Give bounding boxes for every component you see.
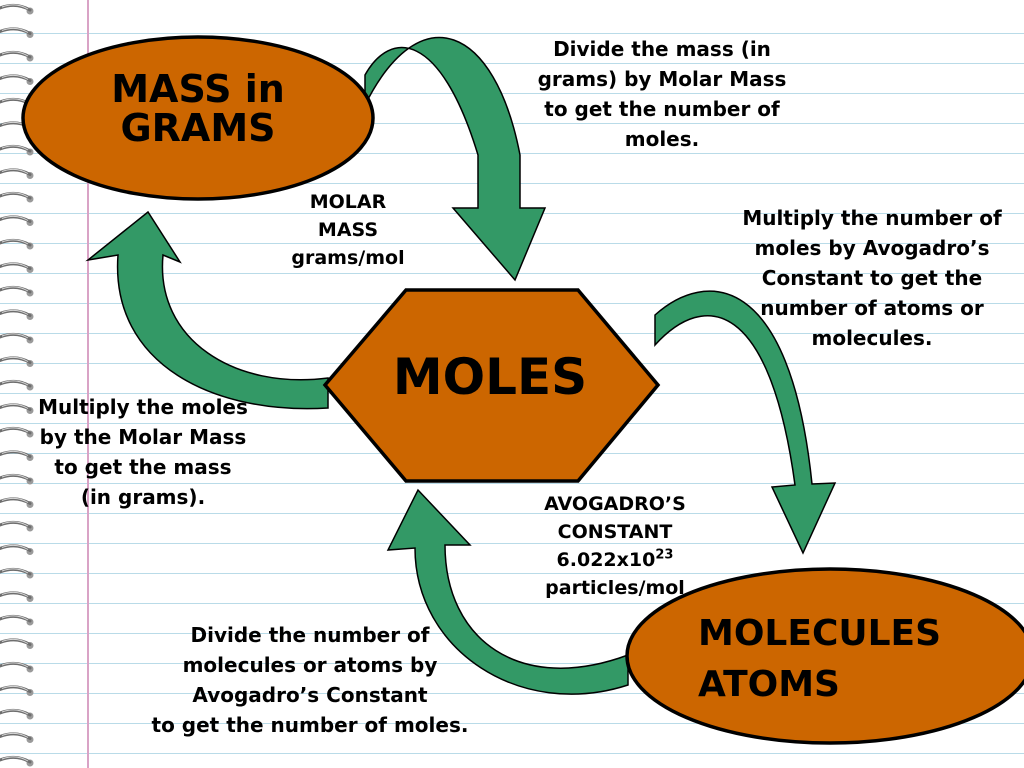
spiral-ring: [0, 309, 34, 320]
spiral-ring: [0, 3, 34, 15]
avogadro-exponent: 23: [655, 547, 674, 563]
spiral-ring: [0, 238, 34, 250]
instr-moles-to-particles-line-3: Constant to get the: [761, 266, 983, 290]
spiral-ring: [0, 638, 34, 649]
spiral-ring: [0, 285, 34, 297]
instr-mass-to-moles-line-2: grams) by Molar Mass: [537, 67, 787, 91]
arrow-particles-to-moles: [386, 488, 629, 695]
instr-mass-to-moles-line-1: Divide the mass (in: [553, 37, 771, 61]
spiral-ring: [0, 450, 34, 461]
instr-moles-to-particles-line-1: Multiply the number of: [742, 206, 1002, 230]
node-molecules-label: MOLECULES ATOMS: [698, 608, 1018, 710]
spiral-ring: [0, 497, 34, 508]
instr-mass-to-moles-line-3: to get the number of: [544, 97, 780, 121]
node-mass-line-1: MASS in: [111, 67, 285, 111]
node-mass-label: MASS in GRAMS: [48, 70, 348, 148]
spiral-ring: [0, 685, 34, 696]
spiral-ring: [0, 332, 34, 344]
node-mass-line-2: GRAMS: [120, 105, 276, 150]
avogadro-line-1: AVOGADRO’S: [544, 493, 686, 515]
spiral-ring: [0, 215, 34, 226]
avogadro-line-2: CONSTANT: [557, 521, 673, 543]
molar-mass-line-2: MASS: [317, 219, 379, 241]
arrow-mass-to-moles: [364, 36, 547, 282]
avogadro-line-3: 6.022x1023: [505, 546, 725, 574]
avogadro-number-base: 6.022x10: [556, 549, 656, 571]
node-moles: [322, 288, 661, 483]
instruction-moles-to-particles: Multiply the number of moles by Avogadro…: [722, 203, 1022, 353]
avogadro-line-4: particles/mol: [545, 577, 685, 599]
spiral-ring: [0, 403, 34, 414]
notebook-spiral-binding: [0, 3, 34, 767]
spiral-ring: [0, 661, 34, 673]
node-mass-in-grams: [21, 35, 375, 201]
instr-moles-to-mass-line-1: Multiply the moles: [38, 395, 248, 419]
spiral-ring: [0, 27, 34, 38]
node-molecules-line-1: MOLECULES: [698, 613, 942, 654]
spiral-ring: [0, 473, 34, 485]
node-molecules-atoms: [625, 567, 1024, 745]
node-moles-label: MOLES: [392, 348, 588, 406]
instr-moles-to-mass-line-3: to get the mass: [54, 455, 232, 479]
spiral-ring: [0, 426, 34, 438]
spiral-ring: [0, 591, 34, 602]
spiral-ring: [0, 50, 34, 62]
spiral-ring: [0, 567, 34, 579]
instr-moles-to-mass-line-4: (in grams).: [80, 485, 206, 509]
spiral-ring: [0, 379, 34, 391]
spiral-ring: [0, 144, 34, 156]
notebook-margin-line: [87, 0, 89, 768]
instr-moles-to-particles-line-2: moles by Avogadro’s: [754, 236, 990, 260]
spiral-ring: [0, 74, 34, 85]
edge-label-avogadro: AVOGADRO’S CONSTANT 6.022x1023 particles…: [505, 490, 725, 602]
arrow-moles-to-mass: [85, 210, 329, 410]
instr-particles-to-moles-line-4: to get the number of moles.: [151, 713, 469, 737]
spiral-ring: [0, 732, 34, 743]
instr-particles-to-moles-line-3: Avogadro’s Constant: [192, 683, 428, 707]
spiral-ring: [0, 520, 34, 532]
instr-particles-to-moles-line-1: Divide the number of: [190, 623, 430, 647]
spiral-ring: [0, 168, 34, 179]
spiral-ring: [0, 708, 34, 720]
arrow-moles-to-particles: [654, 290, 837, 555]
spiral-ring: [0, 262, 34, 273]
instr-mass-to-moles-line-4: moles.: [624, 127, 700, 151]
instr-moles-to-particles-line-5: molecules.: [811, 326, 933, 350]
instr-moles-to-particles-line-4: number of atoms or: [760, 296, 984, 320]
molar-mass-line-1: MOLAR: [309, 191, 387, 213]
spiral-ring: [0, 755, 34, 767]
spiral-ring: [0, 544, 34, 555]
instruction-moles-to-mass: Multiply the moles by the Molar Mass to …: [18, 392, 268, 512]
instr-moles-to-mass-line-2: by the Molar Mass: [39, 425, 247, 449]
spiral-ring: [0, 356, 34, 367]
instr-particles-to-moles-line-2: molecules or atoms by: [182, 653, 438, 677]
node-molecules-line-2: ATOMS: [698, 664, 840, 706]
instruction-particles-to-moles: Divide the number of molecules or atoms …: [130, 620, 490, 740]
spiral-ring: [0, 191, 34, 203]
spiral-ring: [0, 614, 34, 626]
instruction-mass-to-moles: Divide the mass (in grams) by Molar Mass…: [512, 34, 812, 154]
molar-mass-line-3: grams/mol: [291, 247, 405, 269]
edge-label-molar-mass: MOLAR MASS grams/mol: [258, 188, 438, 272]
